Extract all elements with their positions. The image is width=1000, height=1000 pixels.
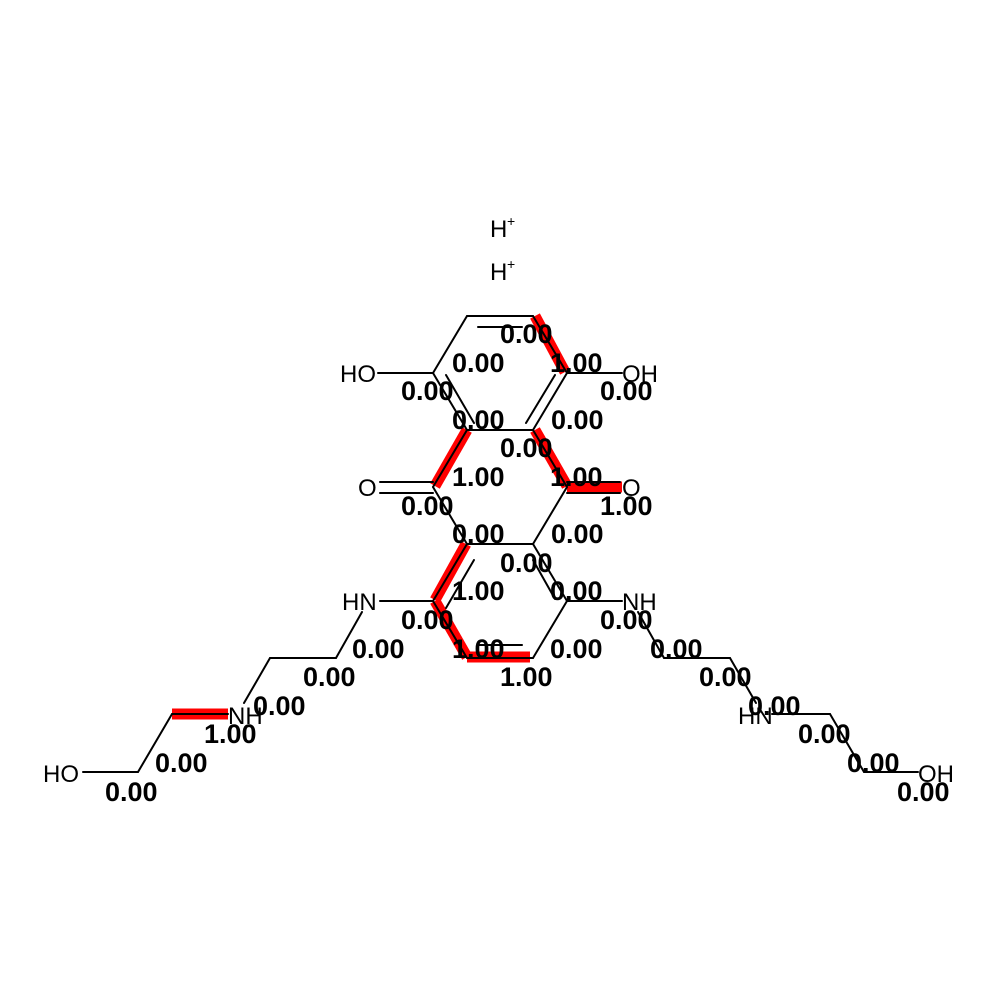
bond: [532, 559, 556, 600]
counter-ions: H + H +: [490, 213, 515, 286]
bond: [432, 486, 468, 545]
bond: [729, 657, 757, 704]
bond-value-label: 0.00: [105, 777, 158, 807]
bond-skeleton: [82, 315, 919, 773]
bond-value-label: 1.00: [500, 662, 553, 692]
atom-labels: HO OH O O HN NH NH HN HO OH: [43, 361, 954, 788]
bond-value-label: 0.00: [650, 634, 703, 664]
proton-charge: +: [507, 213, 515, 229]
bond-value-label: 1.00: [550, 348, 603, 378]
atom-label-ho-end-left: HO: [43, 761, 79, 788]
bond-value-label: 0.00: [452, 405, 505, 435]
bond-value-label: 0.00: [401, 491, 454, 521]
proton-label: H: [490, 216, 507, 243]
bond-value-label: 0.00: [452, 348, 505, 378]
bond-value-label: 0.00: [847, 748, 900, 778]
bond-value-label: 0.00: [551, 519, 604, 549]
bond: [637, 611, 665, 659]
bond: [829, 713, 865, 773]
bond-value-label: 0.00: [897, 777, 950, 807]
bond-value-label: 0.00: [798, 719, 851, 749]
bond-value-label: 0.00: [303, 662, 356, 692]
atom-label-oh-end-right: OH: [918, 761, 954, 788]
bond: [525, 374, 556, 424]
bond: [137, 713, 173, 773]
bond: [532, 372, 568, 431]
atom-label-nh-left-chain: NH: [228, 703, 263, 730]
bond: [445, 559, 475, 609]
bond-value-label: 0.00: [452, 519, 505, 549]
bond-value-label: 0.00: [253, 691, 306, 721]
bond-value-label: 0.00: [600, 605, 653, 635]
proton-label: H: [490, 259, 507, 286]
proton-charge: +: [507, 256, 515, 272]
bond-value-label: 1.00: [600, 491, 653, 521]
bond-value-label: 0.00: [500, 548, 553, 578]
bond-value-labels: 0.00 0.00 1.00 0.00 0.00 0.00 0.00 0.00 …: [105, 319, 950, 807]
bond-value-label: 0.00: [550, 576, 603, 606]
bond-value-label: 0.00: [155, 748, 208, 778]
atom-label-hn-right-chain: HN: [738, 703, 773, 730]
atom-label-ho-top-left: HO: [340, 361, 376, 388]
bond: [335, 611, 363, 659]
bond-value-label: 1.00: [204, 719, 257, 749]
bond-value-label: 1.00: [452, 576, 505, 606]
bond: [432, 429, 468, 488]
bond: [532, 315, 568, 374]
atom-label-o-mid-right: O: [622, 475, 641, 502]
bond-value-label: 0.00: [551, 405, 604, 435]
bond: [243, 657, 271, 704]
bond-value-label: 0.00: [748, 691, 801, 721]
bond: [432, 600, 468, 659]
atom-label-nh-right: NH: [622, 589, 657, 616]
bond-value-label: 0.00: [550, 634, 603, 664]
bond: [432, 315, 468, 374]
bond-value-label: 0.00: [600, 376, 653, 406]
bond-value-label: 1.00: [550, 462, 603, 492]
bond-value-label: 1.00: [452, 634, 505, 664]
bond-value-label: 0.00: [401, 376, 454, 406]
bond: [532, 600, 568, 659]
bond: [432, 372, 468, 431]
bond-value-label: 0.00: [500, 433, 553, 463]
bond-value-label: 0.00: [352, 634, 405, 664]
bond: [445, 374, 475, 424]
atom-label-o-mid-left: O: [358, 475, 377, 502]
atom-label-oh-top-right: OH: [622, 361, 658, 388]
bond-value-label: 0.00: [500, 319, 553, 349]
bond-value-label: 1.00: [452, 462, 505, 492]
bond: [532, 429, 568, 488]
bond-value-label: 0.00: [699, 662, 752, 692]
atom-label-hn-left: HN: [342, 589, 377, 616]
bond: [532, 543, 568, 602]
bond-value-label: 0.00: [401, 605, 454, 635]
bond: [532, 486, 568, 545]
bond: [432, 543, 468, 602]
